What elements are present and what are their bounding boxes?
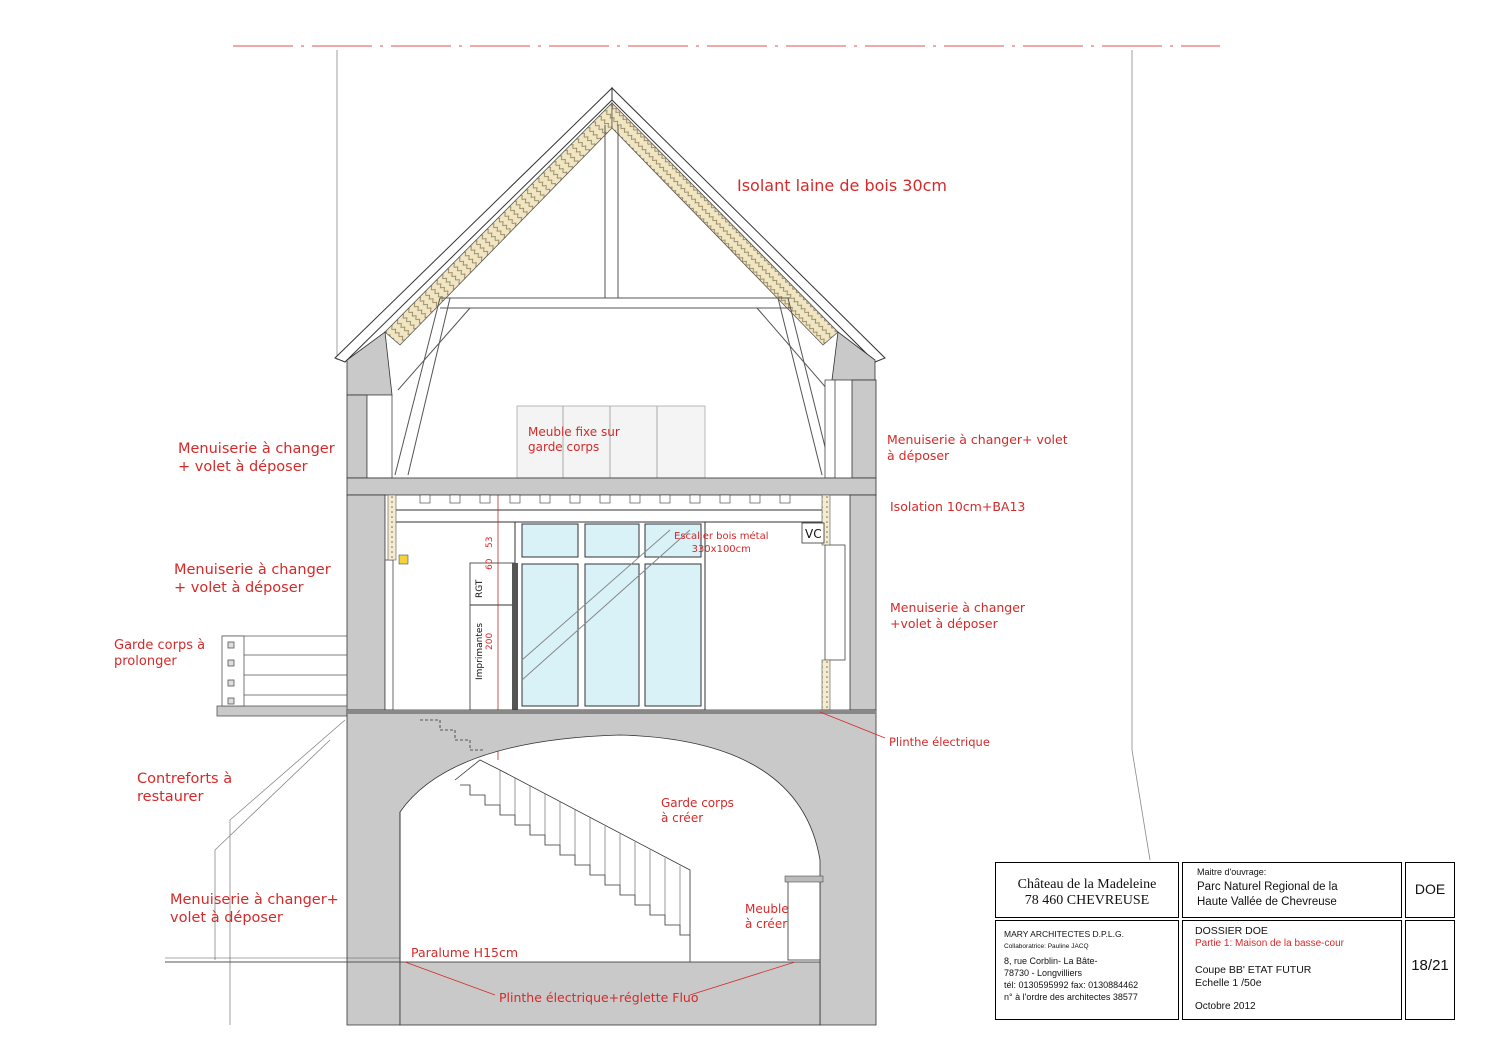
annotation-plinthe-fluo: Plinthe électrique+réglette Fluo xyxy=(499,990,699,1005)
title-client-box: Maitre d'ouvrage: Parc Naturel Regional … xyxy=(1182,862,1402,918)
phase-label: DOE xyxy=(1414,881,1446,897)
leader-lines xyxy=(404,711,886,996)
annotation-garde-corps-prolonger: Garde corps à prolonger xyxy=(114,638,206,670)
wall-mid-left xyxy=(346,494,386,711)
fixed-furniture xyxy=(516,405,706,479)
bottom-furniture xyxy=(787,879,821,961)
roof xyxy=(334,86,886,476)
architect-name: MARY ARCHITECTES D.P.L.G. xyxy=(1004,929,1124,939)
svg-text:53: 53 xyxy=(485,537,495,548)
title-site-box: Château de la Madeleine 78 460 CHEVREUSE xyxy=(995,862,1179,918)
annotation-meuble-fixe: Meuble fixe sur garde corps xyxy=(528,425,620,454)
roof-right-plane xyxy=(611,86,886,363)
date-label: Octobre 2012 xyxy=(1195,1001,1256,1012)
annotation-isolant: Isolant laine de bois 30cm xyxy=(737,176,947,195)
coupe-label: Coupe BB' ETAT FUTUR xyxy=(1195,964,1312,976)
site-name: Château de la Madeleine xyxy=(1017,877,1157,892)
maitre-name-1: Parc Naturel Regional de la xyxy=(1197,881,1338,893)
svg-text:60: 60 xyxy=(485,558,495,570)
annotation-menuiserie-top-right: Menuiserie à changer+ volet à déposer xyxy=(887,432,1068,463)
annotation-plinthe-electrique: Plinthe électrique xyxy=(889,735,990,749)
maitre-name-2: Haute Vallée de Chevreuse xyxy=(1197,895,1337,908)
svg-text:Imprimantes: Imprimantes xyxy=(475,623,485,680)
joists xyxy=(419,494,791,504)
wall-upper-right xyxy=(851,379,877,479)
maitre-label: Maitre d'ouvrage: xyxy=(1197,867,1267,877)
annotation-escalier: Escalier bois métal 330x100cm xyxy=(674,531,769,555)
dossier-label: DOSSIER DOE xyxy=(1195,925,1268,937)
svg-text:RGT: RGT xyxy=(475,579,485,598)
roof-insulation-right xyxy=(611,102,839,346)
wall-mid-insulation-left xyxy=(387,494,397,561)
title-sheet-box: 18/21 xyxy=(1405,920,1455,1020)
vc-label: VC xyxy=(805,527,822,541)
wall-mid-right xyxy=(849,494,877,711)
outer-gable-lines xyxy=(214,50,1151,1025)
title-architect-box: MARY ARCHITECTES D.P.L.G. Collaboratrice… xyxy=(995,920,1179,1020)
annotation-menuiserie-top-left: Menuiserie à changer + volet à déposer xyxy=(178,441,335,476)
annotation-menuiserie-bottom-left: Menuiserie à changer+ volet à déposer xyxy=(170,892,339,927)
title-dossier-box: DOSSIER DOE Partie 1: Maison de la basse… xyxy=(1182,920,1402,1020)
balcony xyxy=(216,635,348,717)
partie-label: Partie 1: Maison de la basse-cour xyxy=(1195,938,1344,949)
annotation-garde-corps-creer: Garde corps à créer xyxy=(661,796,734,825)
annotation-menuiserie-mid-right: Menuiserie à changer +volet à déposer xyxy=(890,600,1026,631)
echelle-label: Echelle 1 /50e xyxy=(1195,977,1262,990)
sheet-number: 18/21 xyxy=(1411,957,1449,974)
glass-partition xyxy=(514,521,706,711)
roof-insulation-left xyxy=(384,102,613,346)
upper-floor-slab xyxy=(346,477,877,496)
roof-left-plane xyxy=(334,86,613,363)
wall-upper-left xyxy=(346,394,368,479)
annotation-contreforts: Contreforts à restaurer xyxy=(137,771,233,806)
collaboratrice: Collaboratrice: Pauline JACQ xyxy=(1004,943,1089,950)
stair-railing xyxy=(499,770,681,930)
site-city: 78 460 CHEVREUSE xyxy=(1024,893,1150,909)
annotation-paralume: Paralume H15cm xyxy=(411,945,519,960)
svg-text:200: 200 xyxy=(485,633,495,650)
annotation-menuiserie-mid-left: Menuiserie à changer + volet à déposer xyxy=(174,562,331,597)
annotation-isolation: Isolation 10cm+BA13 xyxy=(890,499,1026,514)
annotation-meuble-creer: Meuble à créer xyxy=(745,902,789,931)
title-phase-box: DOE xyxy=(1405,862,1455,918)
